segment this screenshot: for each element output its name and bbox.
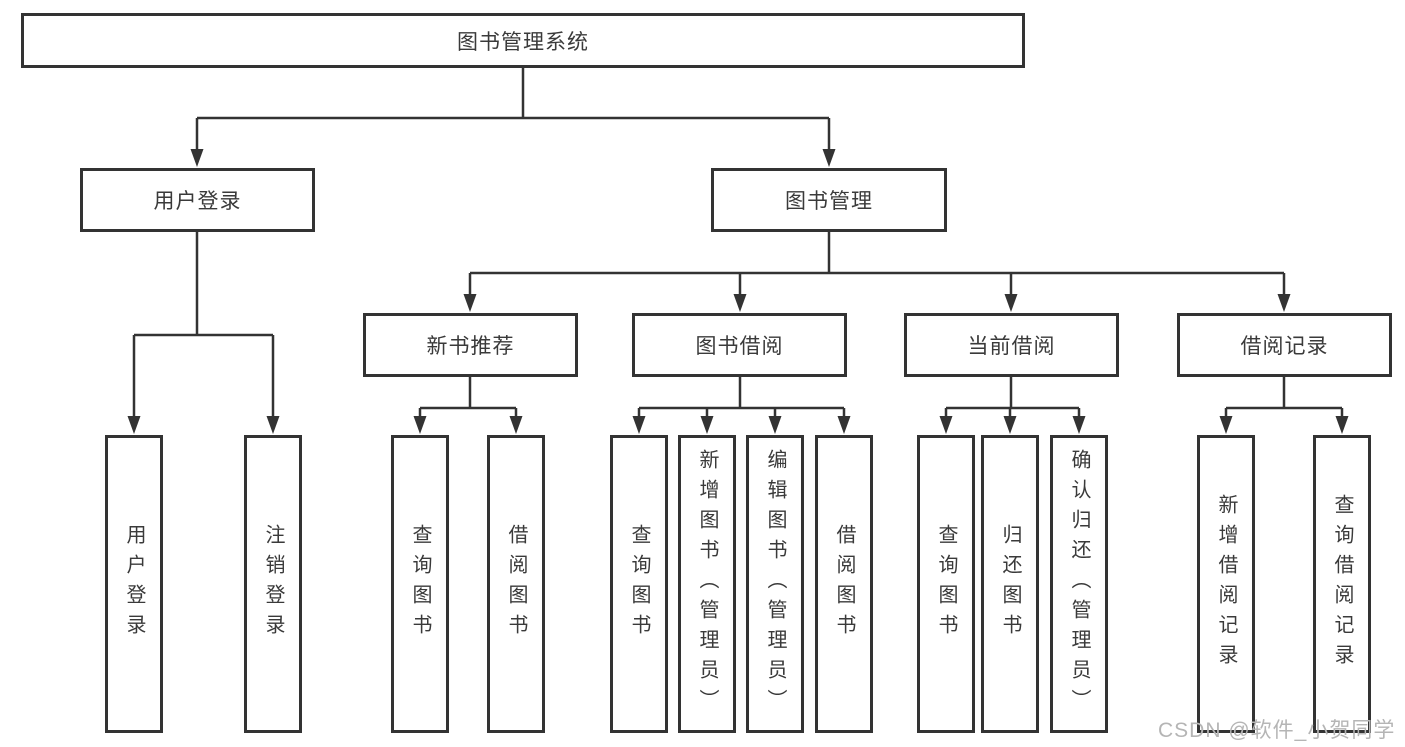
node-label: 图书借阅 xyxy=(695,335,784,358)
node-label: 图书管理 xyxy=(785,190,873,213)
arrow-down-icon xyxy=(1219,416,1233,434)
leaf-current-confirm-return-admin: 确认归还（管理员） xyxy=(1050,435,1108,733)
arrow-down-icon xyxy=(733,294,747,312)
node-book-management: 图书管理 xyxy=(711,168,947,232)
arrow-down-icon xyxy=(1277,294,1291,312)
tree-edges xyxy=(132,68,1344,419)
node-book-borrowing: 图书借阅 xyxy=(632,313,847,377)
arrow-down-icon xyxy=(822,149,836,167)
node-label: 新增图书（管理员） xyxy=(696,449,718,719)
leaf-recommend-query-books: 查询图书 xyxy=(391,435,449,733)
leaf-logout: 注销登录 xyxy=(244,435,302,733)
arrow-down-icon xyxy=(266,416,280,434)
arrow-down-icon xyxy=(837,416,851,434)
node-borrowing-records: 借阅记录 xyxy=(1177,313,1392,377)
node-label: 查询图书 xyxy=(409,524,431,644)
arrow-down-icon xyxy=(190,149,204,167)
leaf-borrowing-add-books-admin: 新增图书（管理员） xyxy=(678,435,736,733)
node-label: 注销登录 xyxy=(262,524,284,644)
csdn-watermark: CSDN @软件_小贺同学 xyxy=(1158,719,1396,742)
node-label: 新增借阅记录 xyxy=(1215,494,1237,674)
leaf-borrowing-borrow-books: 借阅图书 xyxy=(815,435,873,733)
leaf-borrowing-edit-books-admin: 编辑图书（管理员） xyxy=(746,435,804,733)
arrow-down-icon xyxy=(127,416,141,434)
node-label: 查询借阅记录 xyxy=(1331,494,1353,674)
node-label: 借阅图书 xyxy=(833,524,855,644)
arrow-down-icon xyxy=(700,416,714,434)
leaf-records-query-record: 查询借阅记录 xyxy=(1313,435,1371,733)
node-label: 新书推荐 xyxy=(426,335,515,358)
node-label: 用户登录 xyxy=(153,190,242,213)
leaf-borrowing-query-books: 查询图书 xyxy=(610,435,668,733)
node-label: 编辑图书（管理员） xyxy=(764,449,786,719)
arrow-down-icon xyxy=(463,294,477,312)
node-label: 借阅记录 xyxy=(1240,335,1329,358)
node-label: 归还图书 xyxy=(999,524,1021,644)
leaf-current-return-books: 归还图书 xyxy=(981,435,1039,733)
arrow-down-icon xyxy=(632,416,646,434)
leaf-user-login: 用户登录 xyxy=(105,435,163,733)
leaf-current-query-books: 查询图书 xyxy=(917,435,975,733)
arrow-down-icon xyxy=(1004,294,1018,312)
node-label: 借阅图书 xyxy=(505,524,527,644)
node-current-borrowing: 当前借阅 xyxy=(904,313,1119,377)
arrow-down-icon xyxy=(1003,416,1017,434)
node-label: 查询图书 xyxy=(628,524,650,644)
node-new-book-recommend: 新书推荐 xyxy=(363,313,578,377)
arrow-down-icon xyxy=(768,416,782,434)
node-user-login: 用户登录 xyxy=(80,168,315,232)
node-label: 确认归还（管理员） xyxy=(1068,449,1090,719)
arrowhead-icons xyxy=(127,149,1349,434)
arrow-down-icon xyxy=(1335,416,1349,434)
arrow-down-icon xyxy=(413,416,427,434)
arrow-down-icon xyxy=(509,416,523,434)
node-label: 查询图书 xyxy=(935,524,957,644)
node-label: 当前借阅 xyxy=(967,335,1056,358)
node-label: 用户登录 xyxy=(123,524,145,644)
node-label: 图书管理系统 xyxy=(457,30,589,54)
node-library-management-system: 图书管理系统 xyxy=(21,13,1025,68)
leaf-records-add-record: 新增借阅记录 xyxy=(1197,435,1255,733)
leaf-recommend-borrow-books: 借阅图书 xyxy=(487,435,545,733)
arrow-down-icon xyxy=(1072,416,1086,434)
arrow-down-icon xyxy=(939,416,953,434)
